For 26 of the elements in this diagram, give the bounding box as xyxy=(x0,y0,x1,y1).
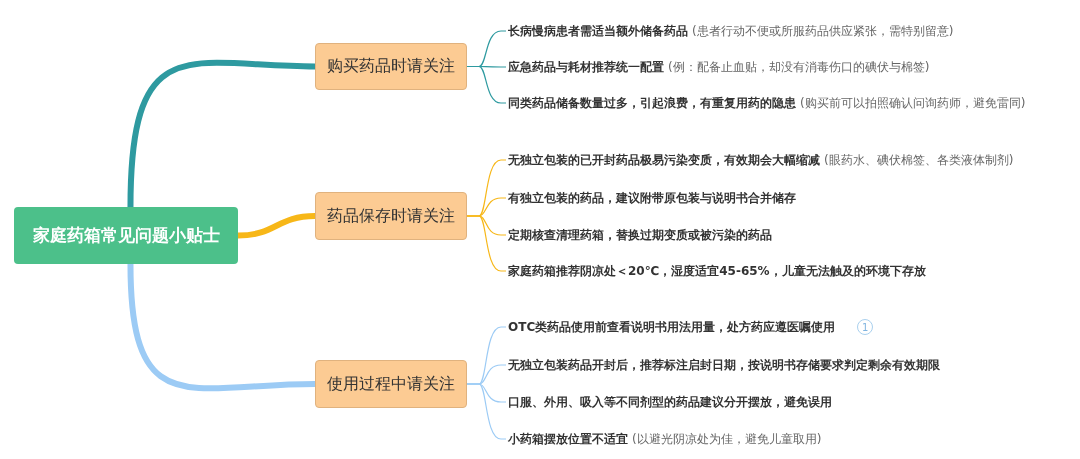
branch-line xyxy=(237,213,316,239)
branch-topic-box: 购买药品时请关注 xyxy=(315,43,467,90)
tip-text: 小药箱摆放位置不适宜 xyxy=(508,431,628,447)
note-text: (眼药水、碘伏棉签、各类液体制剂) xyxy=(824,152,1014,168)
tip-text: 应急药品与耗材推荐统一配置 xyxy=(508,59,664,75)
central-topic-box: 家庭药箱常见问题小贴士 xyxy=(14,207,238,264)
tip-text: 无独立包装药品开封后，推荐标注启封日期，按说明书存储要求判定剩余有效期限 xyxy=(508,357,940,373)
tip-text: 同类药品储备数量过多，引起浪费，有重复用药的隐患 xyxy=(508,95,796,111)
connector-line xyxy=(466,215,507,272)
branch-topic-box: 使用过程中请关注 xyxy=(315,360,467,408)
tip-text: 无独立包装的已开封药品极易污染变质，有效期会大幅缩减 xyxy=(508,152,820,168)
note-text: (以避光阴凉处为佳，避免儿童取用) xyxy=(632,431,822,447)
branch-topic-box: 药品保存时请关注 xyxy=(315,192,467,240)
tip-text: 口服、外用、吸入等不同剂型的药品建议分开摆放，避免误用 xyxy=(508,394,832,410)
tip-text: 家庭药箱推荐阴凉处＜20℃，湿度适宜45-65%，儿童无法触及的环境下存放 xyxy=(508,263,926,279)
connector-line xyxy=(466,65,507,104)
tip-text: 定期核查清理药箱，替换过期变质或被污染的药品 xyxy=(508,227,772,243)
note-text: (例：配备止血贴，却没有消毒伤口的碘伏与棉签) xyxy=(668,59,930,75)
note-text: (患者行动不便或所服药品供应紧张，需特别留意) xyxy=(692,23,954,39)
tip-text: 长病慢病患者需适当额外储备药品 xyxy=(508,23,688,39)
tip-text: 有独立包装的药品，建议附带原包装与说明书合并储存 xyxy=(508,190,796,206)
note-text: (购买前可以拍照确认问询药师，避免雷同) xyxy=(800,95,1026,111)
connector-line xyxy=(466,383,507,440)
tip-text: OTC类药品使用前查看说明书用法用量，处方药应遵医嘱使用 xyxy=(508,319,836,335)
branch-line xyxy=(127,59,316,208)
branch-line xyxy=(127,263,316,392)
